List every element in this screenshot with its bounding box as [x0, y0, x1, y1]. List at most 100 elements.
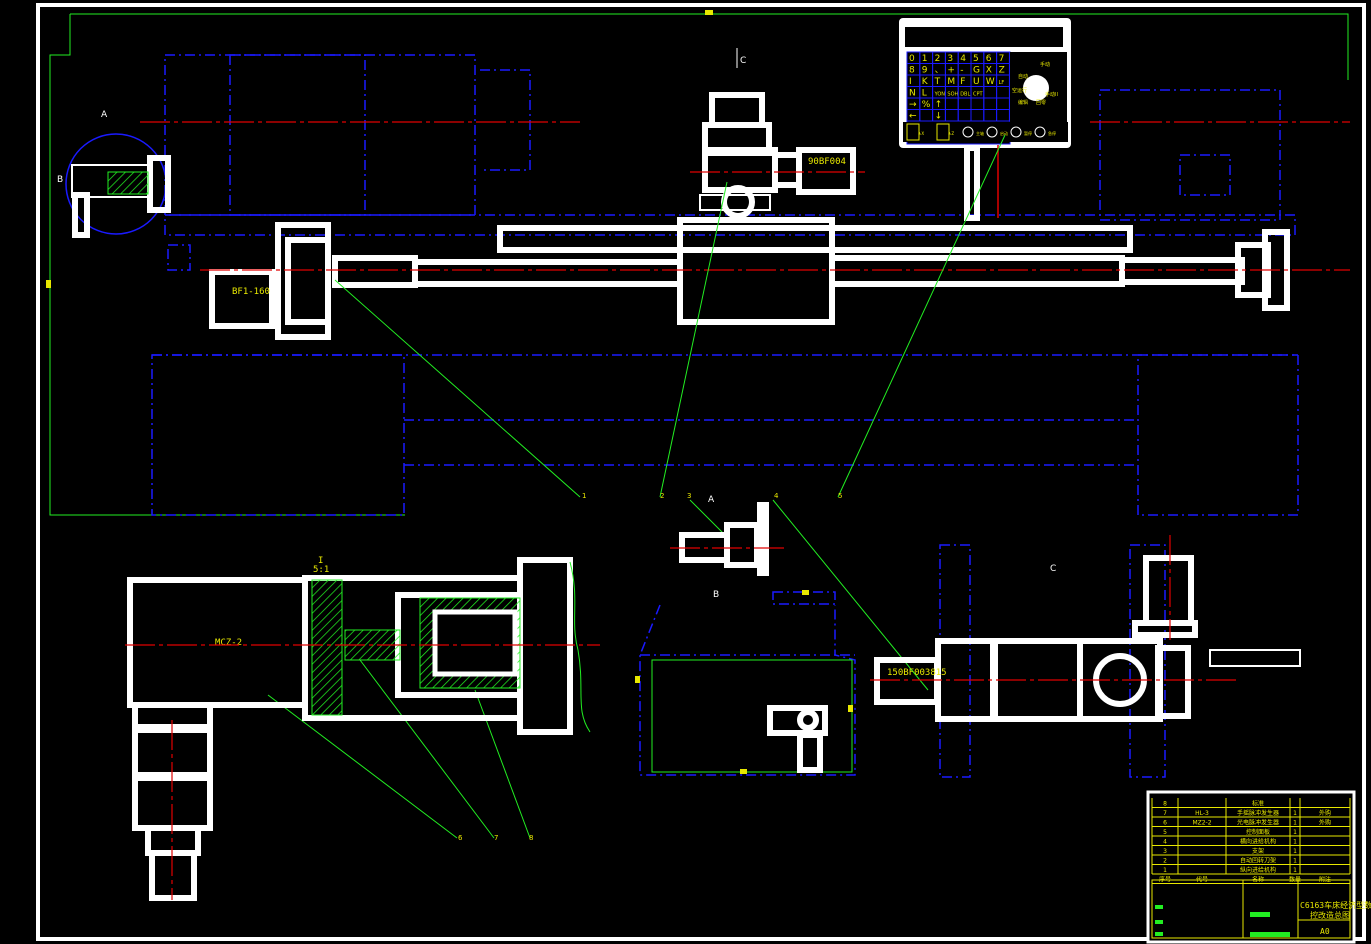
view-a-small: A	[679, 495, 769, 576]
panel-key-label: -	[960, 66, 963, 76]
title-block-cell: 支架	[1252, 847, 1264, 855]
panel-key-label: 2	[935, 54, 941, 64]
part-callout: 2	[660, 492, 664, 500]
view-b-bracket: B	[635, 590, 856, 776]
part-callout: 6	[458, 834, 463, 842]
longitudinal-feed-mechanism: BF1-160	[209, 217, 1290, 340]
panel-button[interactable]	[1010, 126, 1022, 138]
title-block-cell: 外购	[1319, 809, 1331, 817]
part-callout: 1	[582, 492, 586, 500]
view-title-b: B	[713, 590, 719, 600]
title-block-cell: MZ2-2	[1192, 820, 1211, 827]
title-block-cell: HL-3	[1195, 810, 1209, 817]
panel-key-label: G	[973, 66, 980, 76]
sheet-size: A0	[1320, 927, 1330, 936]
mode-dial-label: 回零	[1036, 100, 1046, 106]
leader-lines	[267, 134, 1006, 839]
mode-dial-label: 编辑	[1018, 99, 1028, 106]
panel-key-label: ←	[909, 112, 917, 122]
title-block-cell: 光电脉冲发生器	[1237, 819, 1279, 827]
panel-key-label: 4	[960, 54, 966, 64]
panel-key-label: 5	[973, 54, 979, 64]
panel-button[interactable]	[986, 126, 998, 138]
axis-jog-button[interactable]	[906, 123, 920, 141]
panel-key-label: ↑	[935, 100, 943, 110]
title-block-cell: 7	[1163, 810, 1167, 817]
title-block-cell: 1	[1293, 810, 1297, 817]
title-block-cell: 1	[1163, 867, 1167, 874]
panel-key-label: K	[922, 77, 929, 87]
title-block-cell: 外购	[1319, 819, 1331, 827]
panel-button[interactable]	[1034, 126, 1046, 138]
motor-label-transverse: 150BF003815	[887, 668, 947, 678]
panel-button-label: 暂停	[1024, 130, 1032, 136]
panel-key-label: 7	[999, 54, 1005, 64]
title-block-cell: 8	[1163, 801, 1167, 808]
panel-key-label: M	[947, 77, 955, 87]
panel-button[interactable]	[962, 126, 974, 138]
panel-key-label: →	[909, 100, 917, 110]
panel-key-label: YON	[934, 92, 946, 98]
panel-key-label: 、	[935, 66, 944, 76]
title-block-cell: 自动回转刀架	[1240, 857, 1276, 865]
motor-label-longitudinal: BF1-160	[232, 287, 270, 297]
title-block-cell: 1	[1293, 820, 1297, 827]
panel-key-label: 3	[947, 54, 953, 64]
title-block-cell: 1	[1293, 839, 1297, 846]
panel-key-label: L	[922, 89, 927, 99]
panel-button-label: 主轴	[976, 130, 984, 136]
panel-key-label: DBL	[960, 92, 970, 98]
title-block-row: 1 纵向进给机构 1	[1163, 866, 1297, 874]
title-block-cell: 3	[1163, 848, 1167, 855]
panel-key-label: SOH	[947, 92, 958, 98]
view-c-transverse-feed: C 150BF003815	[874, 544, 1301, 778]
axis-jog-button[interactable]	[936, 123, 950, 141]
dimension-line	[49, 14, 405, 516]
panel-key-label: T	[934, 77, 941, 87]
panel-key-label: 6	[986, 54, 992, 64]
drawing-title-line1: C6163车床经济型数	[1300, 900, 1371, 910]
motor-label-turret: 90BF004	[808, 157, 846, 167]
panel-key-label: 8	[909, 66, 915, 76]
view-a-detail: A B	[57, 110, 171, 238]
part-callout: 3	[687, 492, 691, 500]
panel-key-label: 9	[922, 66, 928, 76]
title-block-cell: 纵向进给机构	[1240, 866, 1276, 874]
mode-dial-label: 手动	[1040, 61, 1050, 68]
mode-dial-label: 手动II	[1045, 91, 1058, 98]
generator-label: MCZ-2	[215, 638, 242, 648]
panel-key-label: +	[947, 66, 955, 76]
panel-key-label: ↓	[935, 112, 943, 122]
view-label-a: A	[101, 110, 108, 120]
part-callout: 8	[529, 834, 533, 842]
title-block-cell: 5	[1163, 829, 1167, 836]
panel-key-label: %	[922, 100, 931, 110]
title-block-cell: 控制面板	[1246, 828, 1270, 836]
mode-dial-label: 自动	[1018, 73, 1028, 80]
panel-key-label: 0	[909, 54, 915, 64]
view-arrow-b: B	[57, 175, 63, 185]
panel-key-label: 1	[922, 54, 928, 64]
view-title-a: A	[708, 495, 715, 505]
detail-scale: 5:1	[313, 565, 329, 575]
panel-key-label: LF	[999, 80, 1005, 86]
view-arrow-c: C	[740, 56, 746, 66]
title-block-cell: 1	[1293, 867, 1297, 874]
panel-key[interactable]	[996, 109, 1010, 122]
title-block-cell: 1	[1293, 829, 1297, 836]
panel-button-label: ±X	[918, 131, 924, 136]
panel-key-label: N	[909, 89, 916, 99]
panel-key-label: Z	[999, 66, 1005, 76]
lathe-bed	[151, 54, 1299, 516]
drawing-title-line2: 控改造总图	[1310, 910, 1350, 920]
title-block-row: 5 控制面板 1	[1163, 828, 1297, 836]
mode-dial-label: 空运行	[1012, 87, 1027, 94]
